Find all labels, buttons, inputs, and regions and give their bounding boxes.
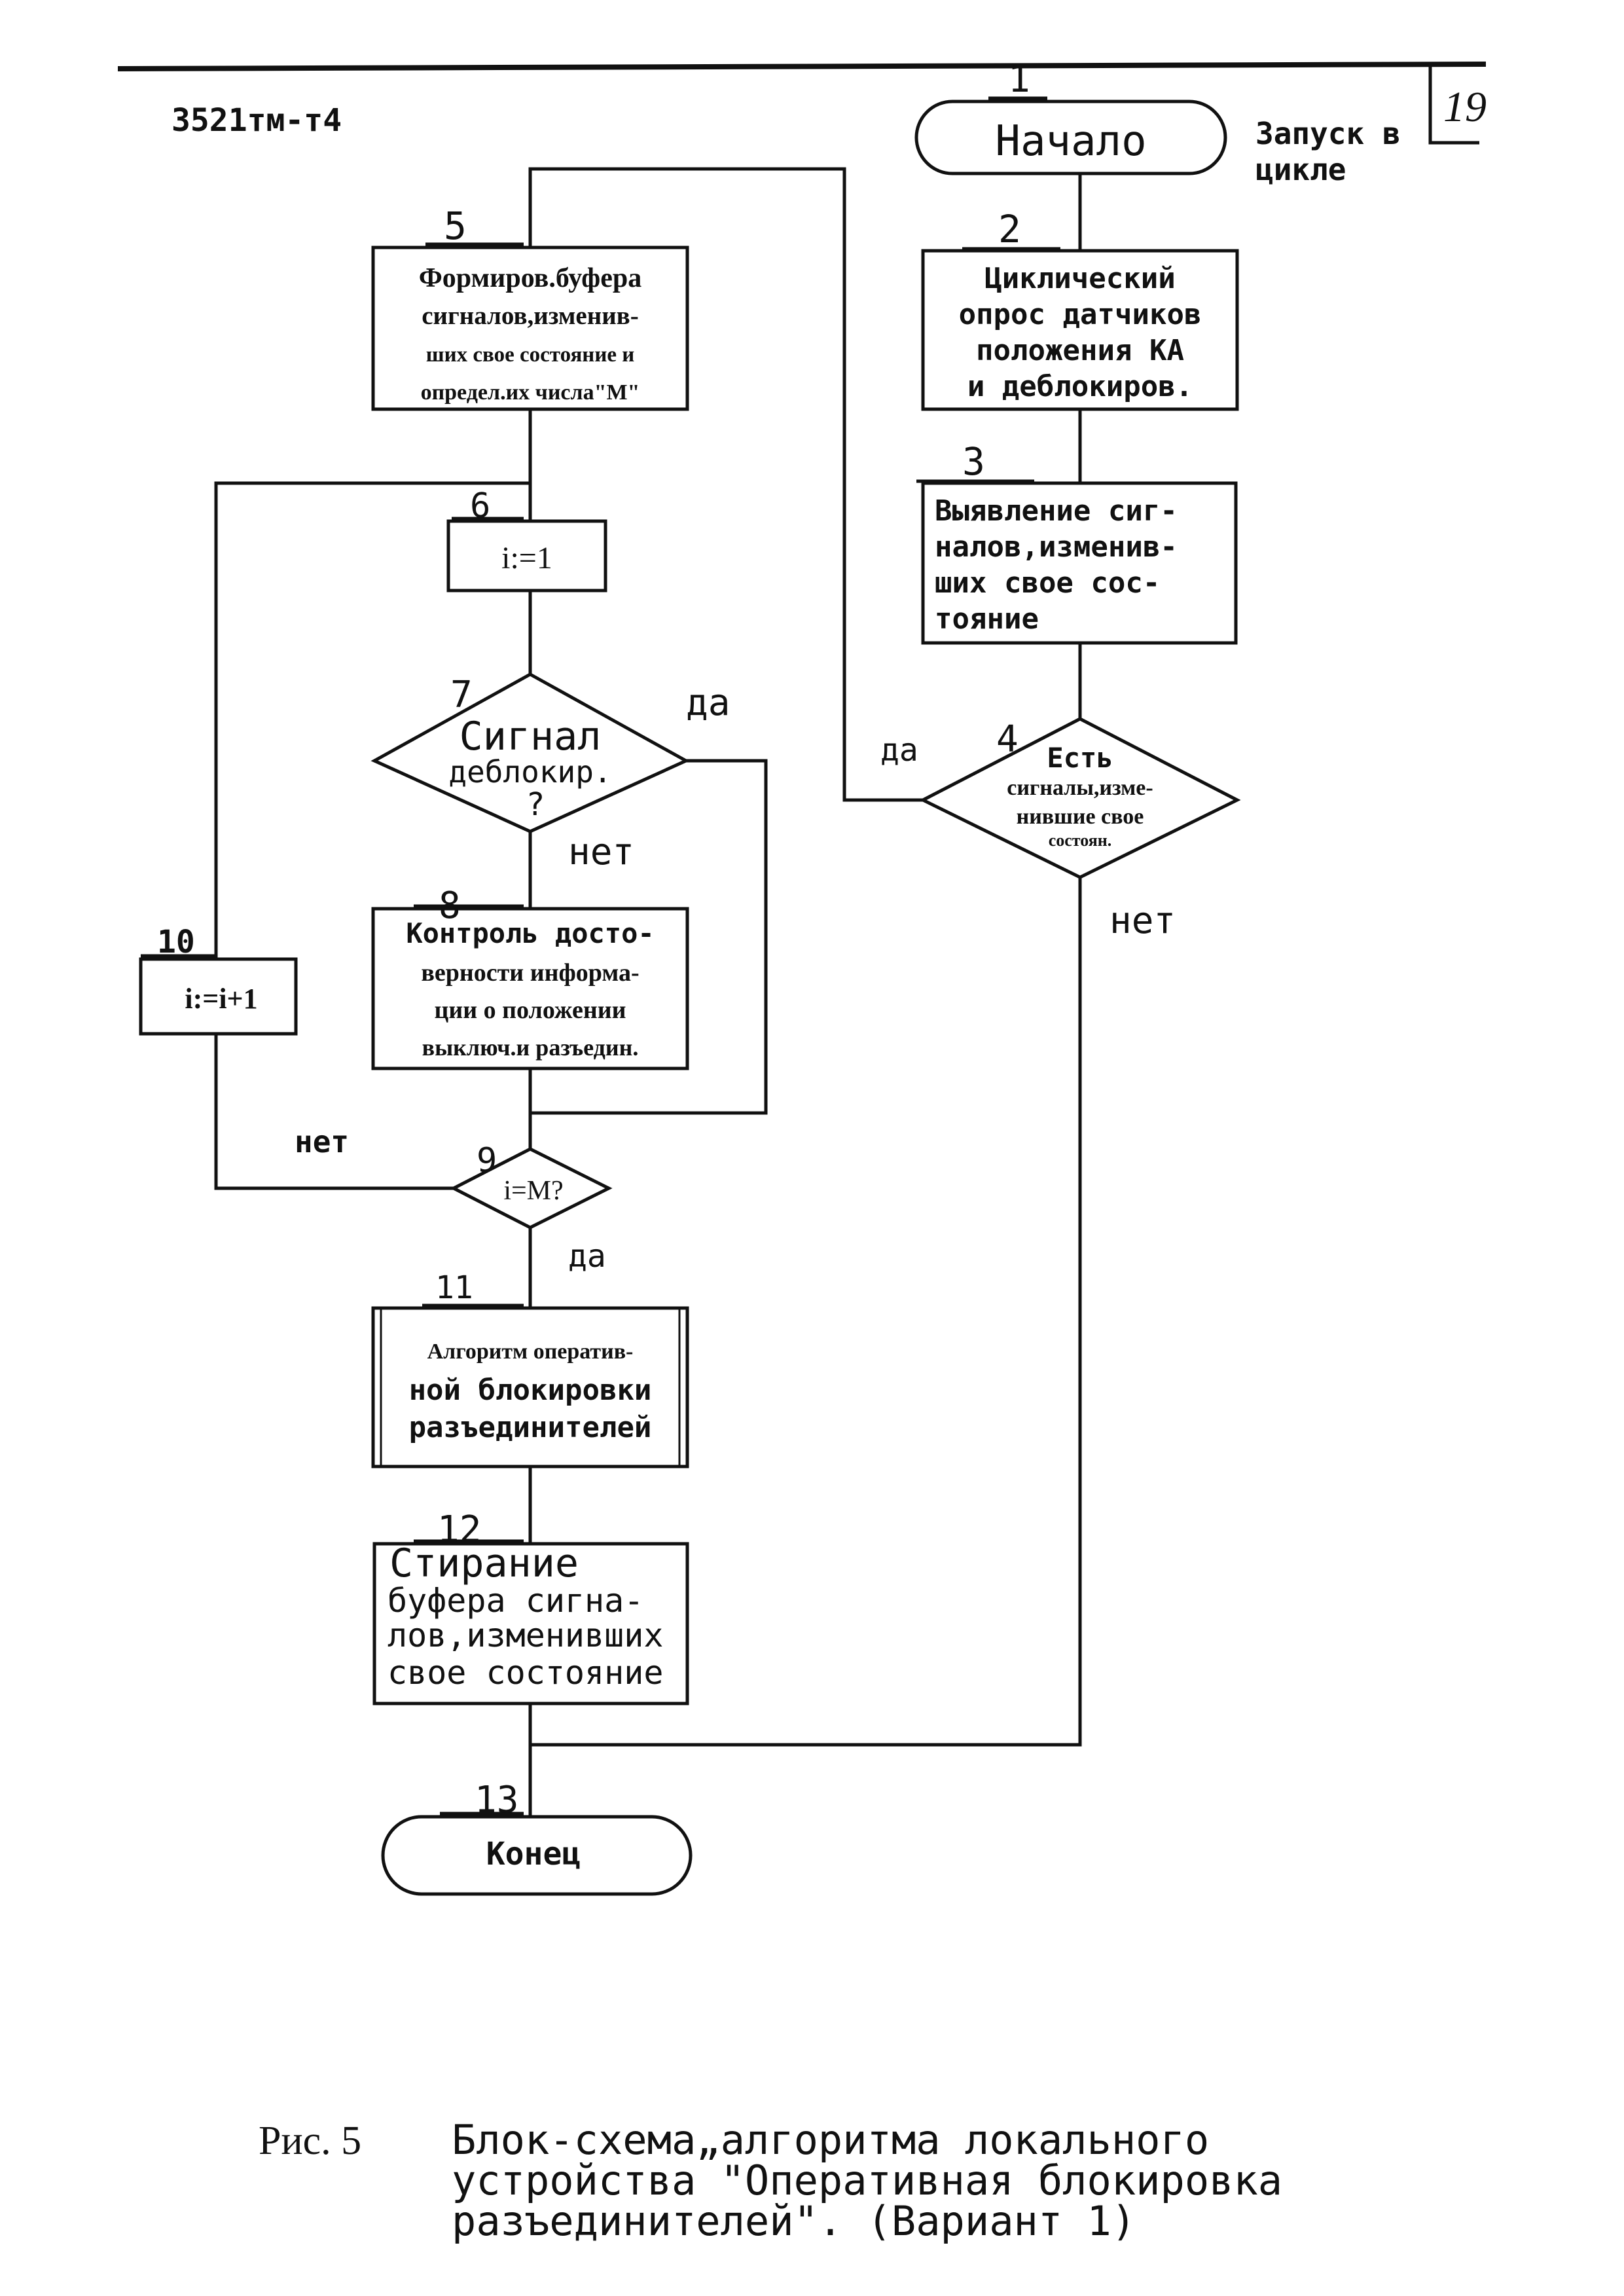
block-8-line-4: выключ.и разъедин.	[422, 1034, 639, 1061]
page-number-bracket	[1428, 62, 1479, 145]
branch-9-no: нет	[295, 1124, 349, 1159]
block-7-line-3: ?	[526, 786, 545, 823]
block-11-line-1: Алгоритм оператив-	[427, 1339, 634, 1364]
connector-4-no	[530, 877, 1082, 1747]
start-terminal	[914, 100, 1227, 175]
block-11-line-3: разъединителей	[409, 1411, 652, 1444]
branch-4-yes: да	[880, 732, 918, 769]
block-number-3: 3	[962, 439, 985, 484]
caption-label: Рис. 5	[259, 2119, 361, 2163]
block-2-line-2: опрос датчиков	[959, 298, 1202, 331]
start-label: Начало	[995, 117, 1146, 166]
side-note-line-1: Запуск в	[1255, 116, 1401, 151]
process-block-12	[372, 1542, 689, 1705]
block-number-12: 12	[437, 1508, 481, 1551]
branch-9-yes: да	[568, 1238, 606, 1275]
block-5-line-4: определ.их числа"М"	[421, 380, 640, 405]
caption-line-3: разъединителей". (Вариант 1)	[452, 2197, 1136, 2245]
doc-code: 3521тм-т4	[171, 102, 342, 139]
process-block-10	[139, 957, 298, 1036]
branch-7-yes: да	[686, 682, 730, 724]
block-number-9: 9	[477, 1141, 497, 1180]
block-number-2: 2	[998, 207, 1021, 251]
block-4-line-1: Есть	[1047, 742, 1113, 774]
block-12-line-2: буфера сигна-	[388, 1582, 643, 1620]
block-12-line-1: Стирание	[389, 1540, 579, 1586]
block-12-line-4: свое состояние	[388, 1654, 663, 1692]
page-number: 19	[1443, 83, 1487, 131]
block-6-label: i:=1	[501, 541, 552, 575]
connector-4-yes	[528, 167, 923, 802]
end-terminal	[381, 1815, 693, 1896]
decision-block-9	[450, 1147, 613, 1230]
block-5-line-3: ших свое состояние и	[426, 343, 635, 367]
process-block-11	[371, 1306, 689, 1468]
block-4-line-2: сигналы,изме-	[1007, 776, 1153, 800]
block-2-line-3: положения КА	[976, 334, 1184, 367]
block-number-11: 11	[435, 1269, 473, 1306]
block-7-line-1: Сигнал	[460, 714, 602, 759]
block-10-label: i:=i+1	[185, 983, 257, 1015]
block-2-line-4: и деблокиров.	[967, 370, 1193, 403]
block-number-8: 8	[439, 884, 461, 927]
caption-line-2: устройства "Оперативная блокировка	[452, 2157, 1282, 2204]
end-label: Конец	[486, 1836, 581, 1872]
block-3-line-2: налов,изменив-	[935, 530, 1178, 564]
side-note-line-2: цикле	[1255, 152, 1346, 187]
process-block-2	[921, 249, 1239, 411]
block-11-line-2: ной блокировки	[409, 1374, 652, 1407]
process-block-3	[921, 481, 1238, 645]
block-number-13: 13	[475, 1779, 518, 1821]
block-4-line-4: состоян.	[1049, 831, 1112, 850]
block-4-line-3: нившие свое	[1017, 805, 1144, 829]
block-3-line-1: Выявление сиг-	[935, 494, 1178, 528]
block-number-5: 5	[444, 204, 467, 248]
process-block-5	[371, 246, 689, 411]
block-5-line-1: Формиров.буфера	[419, 263, 642, 293]
block-number-6: 6	[470, 486, 490, 526]
branch-7-no: нет	[568, 831, 634, 873]
block-3-line-4: тояние	[935, 602, 1039, 636]
caption-line-1: Блок-схема„алгоритма локального	[452, 2116, 1209, 2164]
block-number-4: 4	[996, 718, 1019, 761]
block-12-line-3: лов,изменивших	[388, 1616, 663, 1654]
process-block-6	[446, 519, 607, 592]
block-8-line-1: Контроль досто-	[406, 917, 654, 949]
block-number-1: 1	[1008, 58, 1030, 101]
block-9-label: i=M?	[503, 1176, 563, 1206]
connector-9-no	[214, 481, 530, 1190]
block-number-7: 7	[450, 674, 473, 716]
block-5-line-2: сигналов,изменив-	[422, 302, 638, 330]
flow-connectors	[214, 167, 1082, 1817]
decision-block-4	[919, 717, 1241, 879]
block-8-line-3: ции о положении	[434, 996, 626, 1024]
top-rule	[117, 62, 1487, 71]
block-3-line-3: ших свое сос-	[935, 566, 1160, 600]
block-8-line-2: верности информа-	[421, 959, 639, 987]
connector-7-yes	[530, 759, 768, 1115]
process-block-8	[371, 907, 689, 1070]
block-7-line-2: деблокир.	[448, 754, 611, 790]
branch-4-no: нет	[1110, 900, 1176, 942]
block-number-10: 10	[157, 924, 195, 960]
block-2-line-1: Циклический	[984, 262, 1175, 295]
decision-block-7	[370, 672, 690, 833]
